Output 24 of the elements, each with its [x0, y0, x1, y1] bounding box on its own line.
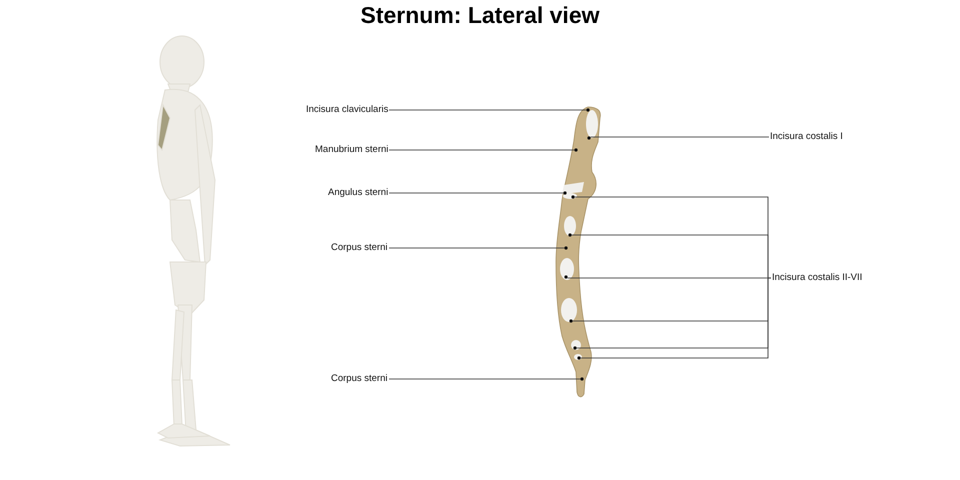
point-marker — [573, 346, 577, 350]
point-marker — [580, 377, 584, 381]
part-label: Angulus sterni — [328, 187, 388, 199]
title: Sternum: Lateral view — [359, 2, 601, 29]
leader-line — [388, 192, 564, 194]
part-label: Incisura costalis I — [770, 131, 843, 143]
point-marker — [571, 195, 575, 199]
part-label: Incisura costalis II-VII — [772, 272, 862, 284]
leader-line — [571, 234, 772, 278]
part-label: Incisura clavicularis — [306, 104, 388, 116]
leader-line — [388, 378, 581, 380]
point-marker — [577, 356, 581, 360]
part-label: Corpus sterni — [331, 242, 388, 254]
point-marker — [563, 191, 567, 195]
point-marker — [568, 233, 572, 237]
point-marker — [564, 246, 568, 250]
leader-line — [590, 136, 770, 138]
point-marker — [569, 319, 573, 323]
part-label: Corpus sterni — [331, 373, 388, 385]
part-label: Manubrium sterni — [315, 144, 388, 156]
point-marker — [574, 148, 578, 152]
point-marker — [564, 275, 568, 279]
point-marker — [587, 136, 591, 140]
point-marker — [586, 108, 590, 112]
